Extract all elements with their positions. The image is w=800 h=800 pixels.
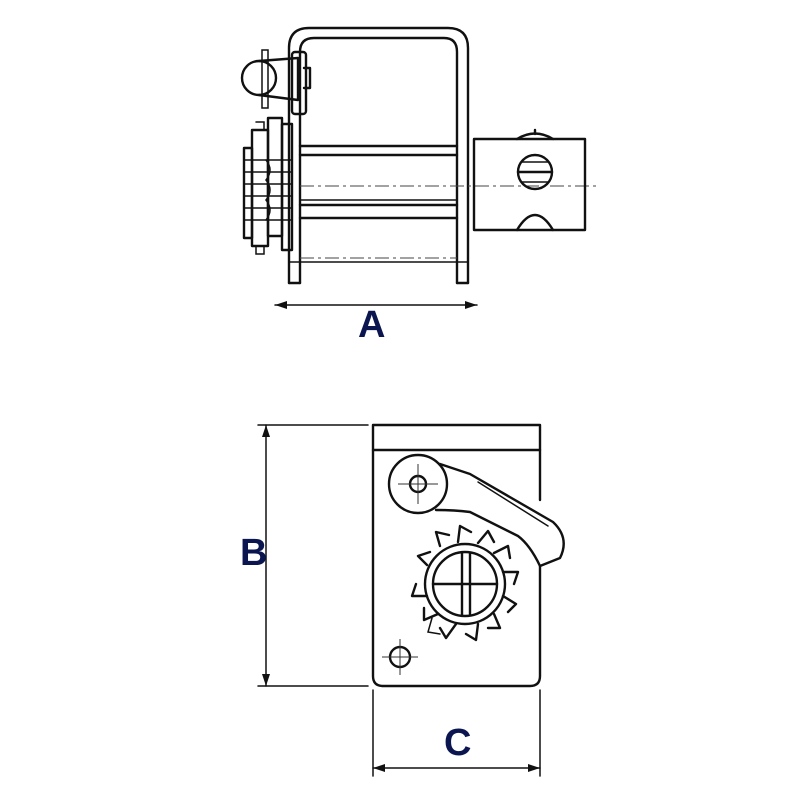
base-plate: [371, 423, 542, 688]
drum: [298, 144, 600, 259]
ratchet-gear: [410, 524, 520, 642]
dimension-b-line: [257, 424, 369, 687]
dimension-c-line: [372, 689, 541, 777]
pawl-assembly: [240, 49, 312, 116]
dimension-a-line: [274, 301, 478, 309]
mounting-hole: [382, 639, 418, 675]
frame-bracket: [287, 26, 470, 285]
shaft-collar: [472, 128, 587, 232]
ratchet-hub: [242, 116, 294, 255]
dimension-a-label: A: [358, 304, 386, 346]
dimension-b-label: B: [240, 532, 268, 574]
dimension-c-label: C: [444, 722, 472, 764]
pawl-lever: [387, 453, 565, 568]
side-view: [240, 26, 600, 309]
front-view: [257, 423, 565, 777]
